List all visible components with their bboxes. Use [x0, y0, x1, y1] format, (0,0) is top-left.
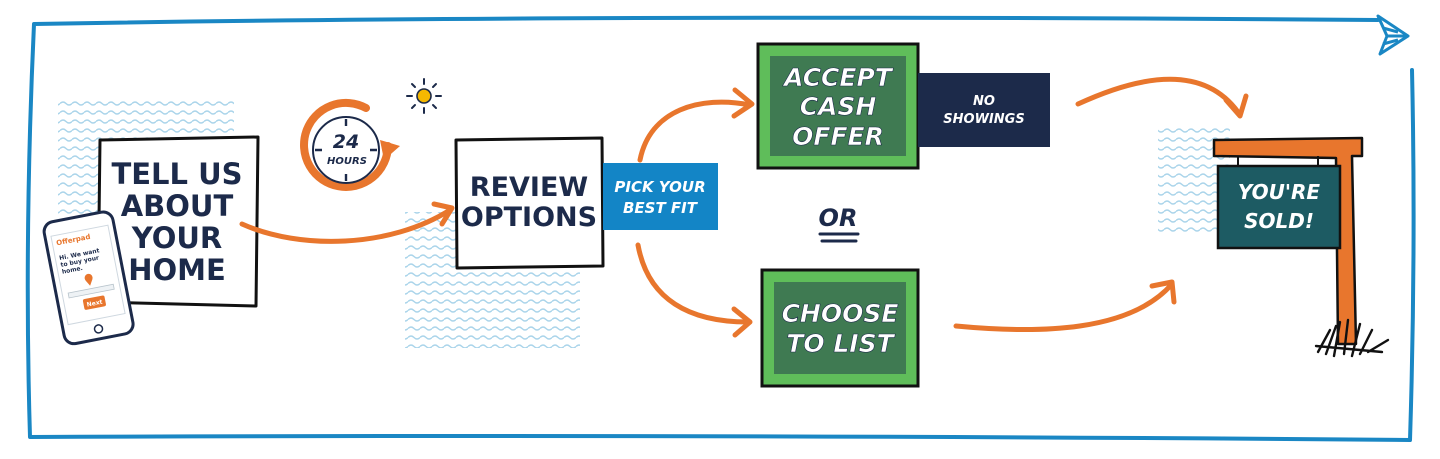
- frame-border: [25, 15, 1416, 442]
- review-line-1: REVIEW: [470, 172, 588, 203]
- cash-tag-2: SHOWINGS: [943, 112, 1024, 127]
- choose-to-list-card: CHOOSE TO LIST: [760, 268, 920, 388]
- review-line-2: OPTIONS: [461, 202, 597, 233]
- cash-line-2: CASH: [800, 92, 877, 121]
- location-pin-icon: [84, 273, 93, 286]
- sun-icon: [406, 78, 442, 114]
- sold-sign: YOU'RE SOLD!: [1212, 136, 1364, 346]
- tell-line-4: HOME: [128, 253, 226, 287]
- arrow-to-list: [635, 242, 753, 338]
- tell-line-2: ABOUT: [121, 189, 234, 223]
- sold-line-2: SOLD!: [1244, 209, 1314, 233]
- review-tag-1: PICK YOUR: [614, 178, 705, 196]
- phone-illustration: Offerpad Hi. We want to buy your home. N…: [42, 210, 135, 346]
- paper-plane-icon: [1376, 14, 1410, 56]
- review-tag-2: BEST FIT: [623, 199, 699, 217]
- phone-next-button: [82, 295, 106, 310]
- arrow-cash-to-sold: [1075, 76, 1249, 119]
- tell-line-3: YOUR: [131, 221, 223, 255]
- cash-line-1: ACCEPT: [782, 63, 894, 92]
- sold-line-1: YOU'RE: [1238, 180, 1321, 204]
- cash-line-3: OFFER: [792, 122, 884, 151]
- phone-message-3: home.: [61, 265, 83, 276]
- stopwatch-icon: 24 HOURS: [300, 98, 400, 191]
- cash-tag-1: NO: [973, 94, 995, 109]
- arrow-to-cash: [637, 87, 755, 163]
- tell-line-1: TELL US: [111, 157, 242, 191]
- no-showings-tag: NO SHOWINGS: [918, 73, 1050, 147]
- review-options-card: REVIEW OPTIONS: [454, 136, 605, 270]
- accept-cash-card: ACCEPT CASH OFFER: [756, 42, 920, 170]
- timer-unit: HOURS: [327, 156, 367, 167]
- phone-next-label: Next: [86, 299, 103, 309]
- list-line-2: TO LIST: [786, 329, 895, 358]
- timer-number: 24: [333, 131, 359, 153]
- pick-best-fit-tag: PICK YOUR BEST FIT: [603, 163, 718, 230]
- or-divider: OR: [818, 204, 860, 243]
- arrow-to-review: [239, 201, 455, 244]
- grass-icon: [1314, 318, 1390, 358]
- or-text: OR: [819, 204, 858, 232]
- arrow-list-to-sold: [953, 279, 1177, 333]
- list-line-1: CHOOSE: [782, 299, 899, 328]
